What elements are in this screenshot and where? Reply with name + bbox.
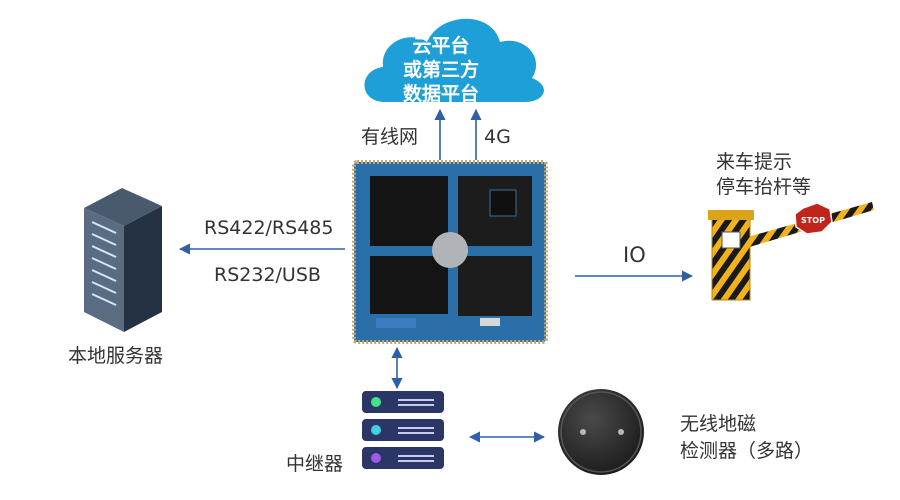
geomagnetic-sensor-icon — [558, 389, 644, 475]
barrier-label-line-2: 停车抬杆等 — [716, 176, 812, 198]
io-label: IO — [623, 243, 646, 267]
barrier-label-line-1: 来车提示 — [716, 151, 793, 173]
server-rack-icon — [84, 188, 162, 332]
repeater-label: 中继器 — [286, 453, 344, 475]
cloud-line-3: 数据平台 — [402, 83, 479, 105]
wired-network-label: 有线网 — [361, 126, 419, 148]
rs422-rs485-label: RS422/RS485 — [204, 217, 334, 239]
core-board-icon — [352, 160, 548, 344]
cloud-label: 云平台 或第三方 数据平台 — [378, 34, 504, 106]
local-server-label: 本地服务器 — [68, 345, 164, 367]
cellular-4g-label: 4G — [484, 126, 511, 148]
svg-text:STOP: STOP — [801, 216, 825, 225]
parking-barrier-icon: STOP — [708, 202, 874, 301]
cloud-icon — [364, 18, 544, 102]
repeater-device-icon — [362, 391, 444, 469]
rs232-usb-label: RS232/USB — [214, 264, 321, 286]
sensor-label-line-2: 检测器（多路） — [680, 440, 814, 462]
cloud-line-2: 或第三方 — [402, 59, 479, 81]
sensor-label-line-1: 无线地磁 — [680, 413, 757, 435]
cloud-line-1: 云平台 — [412, 35, 470, 57]
